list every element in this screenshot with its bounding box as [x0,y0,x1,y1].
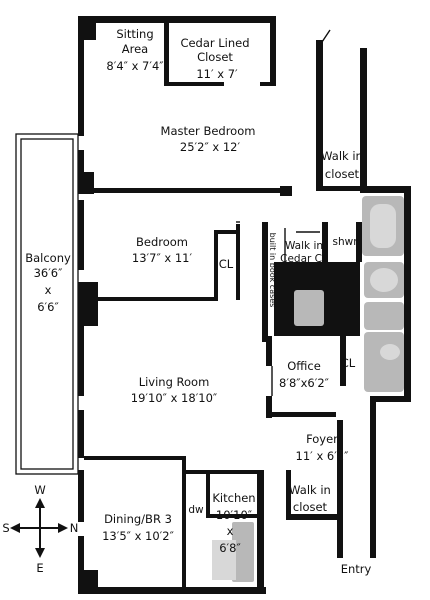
cedar-closet-name-1: Cedar Lined [180,36,249,50]
bedroom-closet: CL [219,257,234,271]
bedroom-dim: 13′7″ x 11′ [132,251,193,265]
walk-in-cedar-name-1: Walk in [285,240,323,252]
bedroom-name: Bedroom [136,235,188,249]
sitting-area-name-1: Sitting [116,27,153,41]
kitchen-dim-1: 10′10″ [216,508,253,522]
master-walk-in-name-1: Walk in [321,149,363,163]
balcony-dim-2: 6′6″ [37,300,59,314]
kitchen-x: x [227,524,234,538]
balcony-dim-1: 36′6″ [34,266,64,280]
compass-west: W [34,483,45,497]
bath-fixtures [212,196,404,582]
office-closet: CL [341,356,356,370]
foyer-walk-in-name-1: Walk in [289,483,331,497]
exterior-walls [78,16,411,594]
compass-east: E [36,561,43,575]
entry-label: Entry [341,562,372,576]
cedar-closet-dim: 11′ x 7′ [196,67,238,81]
office-name: Office [287,359,321,373]
cedar-closet-name-2: Closet [197,50,233,64]
master-walk-in-name-2: closet [325,167,360,181]
walk-in-cedar-name-2: Cedar CL [280,253,328,265]
compass-labels: W E S N [2,483,78,575]
master-bedroom-dim: 25′2″ x 12′ [180,140,241,154]
foyer-walk-in-name-2: closet [293,500,328,514]
sitting-area-name-2: Area [122,42,148,56]
foyer-name: Foyer [306,432,338,446]
compass [10,498,68,558]
kitchen-name: Kitchen [212,491,255,505]
office-dim: 8′8″x6′2″ [279,376,330,390]
living-room-dim: 19′10″ x 18′10″ [131,391,218,405]
kitchen-dim-2: 6′8″ [219,541,241,555]
master-bedroom-name: Master Bedroom [161,124,256,138]
built-in-book-cases: built in book cases [268,233,277,308]
sitting-area-dim: 8′4″ x 7′4″ [106,59,164,73]
room-labels: Sitting Area 8′4″ x 7′4″ Cedar Lined Clo… [25,27,371,576]
shower-name: shwr [332,236,358,248]
dining-dim: 13′5″ x 10′2″ [102,529,175,543]
foyer-dim: 11′ x 6′2″ [296,449,350,463]
dining-name: Dining/BR 3 [104,512,172,526]
balcony-name: Balcony [25,251,71,265]
dishwasher-label: dw [188,504,204,516]
compass-south: S [2,521,9,535]
living-room-name: Living Room [139,375,210,389]
balcony-x: x [45,283,52,297]
thin-lines [236,29,331,396]
compass-north: N [70,521,79,535]
